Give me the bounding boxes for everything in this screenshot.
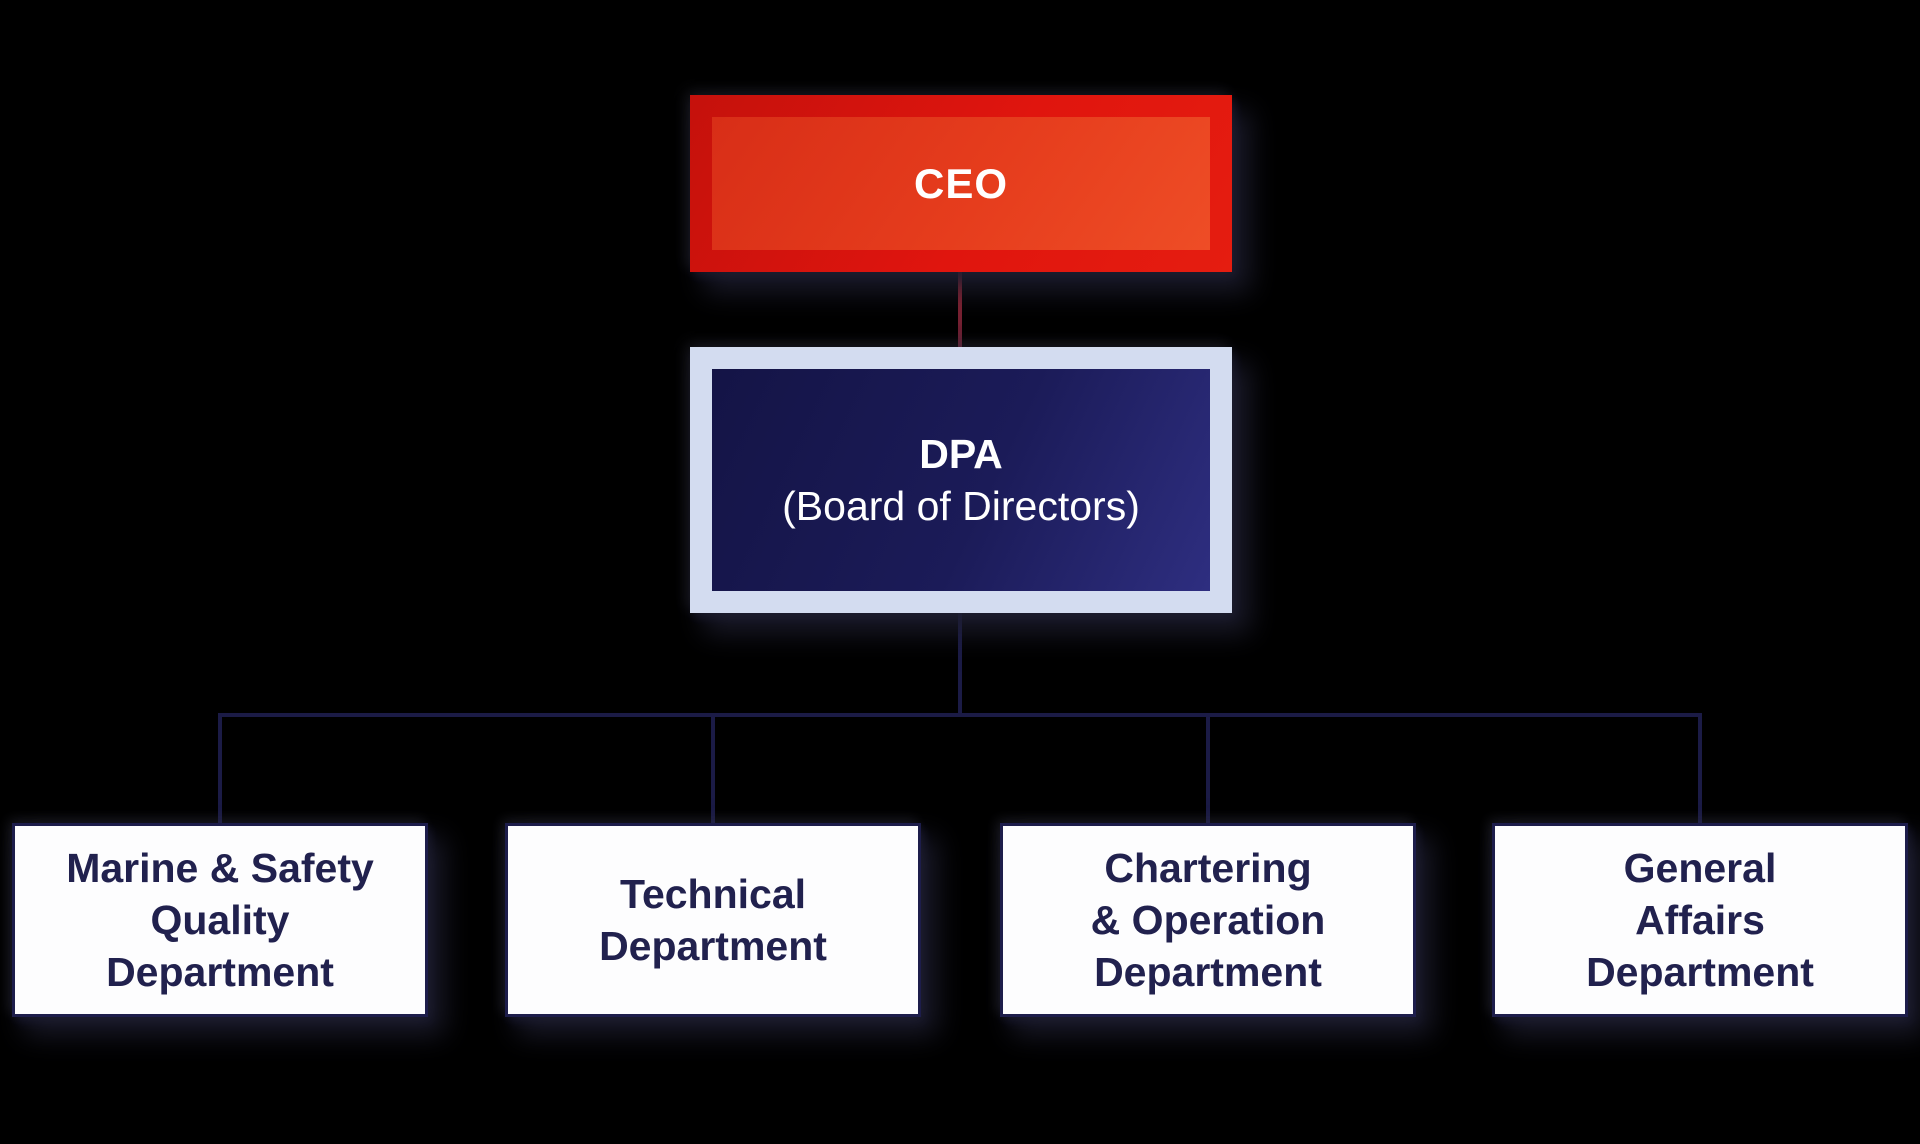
connector-drop-technical	[711, 715, 715, 825]
node-ceo: CEO	[690, 95, 1232, 272]
ceo-label: CEO	[913, 159, 1008, 207]
dept-label-line: General	[1623, 845, 1777, 891]
node-dpa: DPA (Board of Directors)	[690, 347, 1232, 613]
connector-ceo-dpa	[958, 270, 962, 349]
connector-horizontal-bus	[218, 713, 1702, 717]
node-ceo-panel: CEO	[712, 117, 1210, 250]
dept-label-line: Affairs	[1635, 897, 1765, 943]
connector-drop-chartering	[1206, 715, 1210, 825]
dept-label-line: Marine & Safety	[66, 845, 374, 891]
connector-drop-general	[1698, 715, 1702, 825]
dept-label-line: Department	[1586, 949, 1814, 995]
node-dept-general-affairs: General Affairs Department	[1492, 823, 1908, 1017]
node-dept-chartering-operation: Chartering & Operation Department	[1000, 823, 1416, 1017]
node-dpa-panel: DPA (Board of Directors)	[712, 369, 1210, 591]
dept-label-line: Department	[1094, 949, 1322, 995]
dpa-subtitle: (Board of Directors)	[782, 483, 1140, 529]
dept-label-line: Department	[106, 949, 334, 995]
dept-label-line: Quality	[150, 897, 290, 943]
dept-label-line: & Operation	[1090, 897, 1326, 943]
dpa-title: DPA	[919, 431, 1003, 477]
dept-label-line: Technical	[619, 871, 807, 917]
dept-label-line: Chartering	[1104, 845, 1312, 891]
connector-drop-marine	[218, 715, 222, 825]
dept-label-line: Department	[599, 923, 827, 969]
connector-dpa-trunk	[958, 611, 962, 715]
node-dept-technical: Technical Department	[505, 823, 921, 1017]
node-dept-marine-safety-quality: Marine & Safety Quality Department	[12, 823, 428, 1017]
